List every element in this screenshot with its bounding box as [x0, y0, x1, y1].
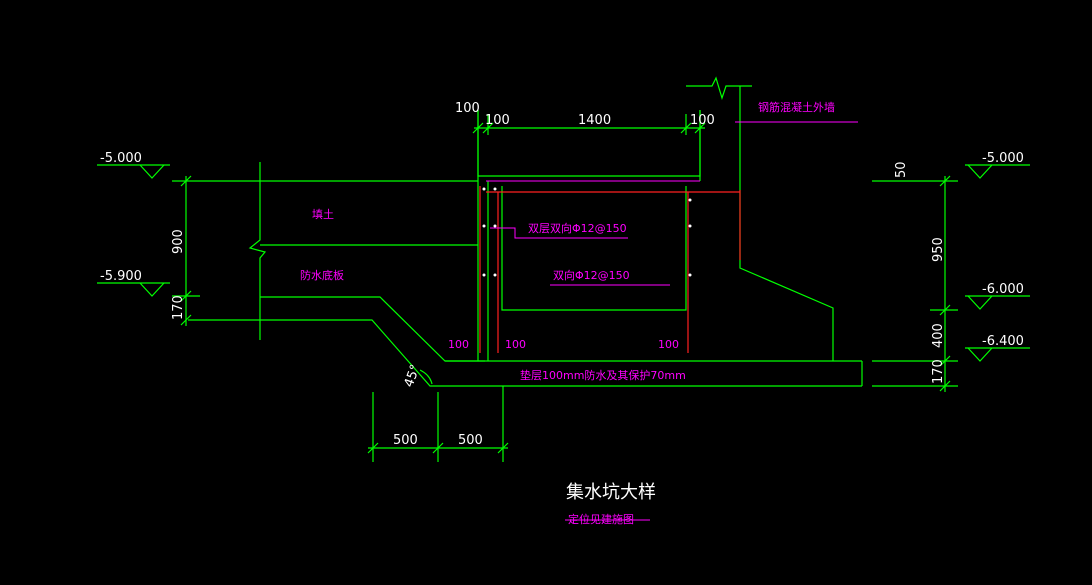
level-right-bottom: -6.400 [982, 334, 1024, 349]
dim-bot-100-b: 100 [505, 338, 526, 351]
rebar-dots [482, 187, 692, 277]
wall-break-top [686, 76, 752, 100]
dim-right-50: 50 [894, 161, 909, 178]
dim-right-950: 950 [931, 237, 946, 262]
label-backfill: 填土 [312, 207, 334, 221]
dim-top-100-inner: 100 [485, 113, 510, 128]
dim-top-100-right: 100 [690, 113, 715, 128]
drawing-subtitle: 定位见建施图 [568, 512, 634, 526]
dim-bottom-500-right: 500 [458, 433, 483, 448]
level-right-mid: -6.000 [982, 282, 1024, 297]
dim-top-100-left: 100 [455, 101, 480, 116]
drawing-title: 集水坑大样 [566, 482, 656, 503]
dim-bot-100-c: 100 [658, 338, 679, 351]
dim-right-170: 170 [931, 359, 946, 384]
break-line [248, 162, 267, 340]
label-rebar-top: 双层双向Φ12@150 [528, 221, 627, 235]
label-waterproof: 防水底板 [300, 268, 344, 282]
dim-left-900: 900 [171, 229, 186, 254]
dim-angle: 45° [402, 363, 424, 390]
angle-arc [419, 369, 433, 385]
label-rebar-bottom: 双向Φ12@150 [553, 268, 630, 282]
dim-right-400: 400 [931, 323, 946, 348]
dim-bot-100-a: 100 [448, 338, 469, 351]
leader-rebar-top [490, 227, 628, 239]
slab-bottom-line [188, 319, 862, 387]
level-right-top: -5.000 [982, 151, 1024, 166]
dim-bottom-500-left: 500 [393, 433, 418, 448]
level-left-top: -5.000 [100, 151, 142, 166]
pit-inner [501, 186, 687, 311]
label-cushion: 垫层100mm防水及其保护70mm [520, 368, 686, 382]
dim-top-1400: 1400 [578, 113, 611, 128]
level-left-bottom: -5.900 [100, 269, 142, 284]
label-wall: 钢筋混凝土外墙 [758, 100, 835, 114]
ext-wall-right [739, 86, 834, 361]
slab-top-line [260, 296, 485, 362]
dim-left-170: 170 [171, 295, 186, 320]
